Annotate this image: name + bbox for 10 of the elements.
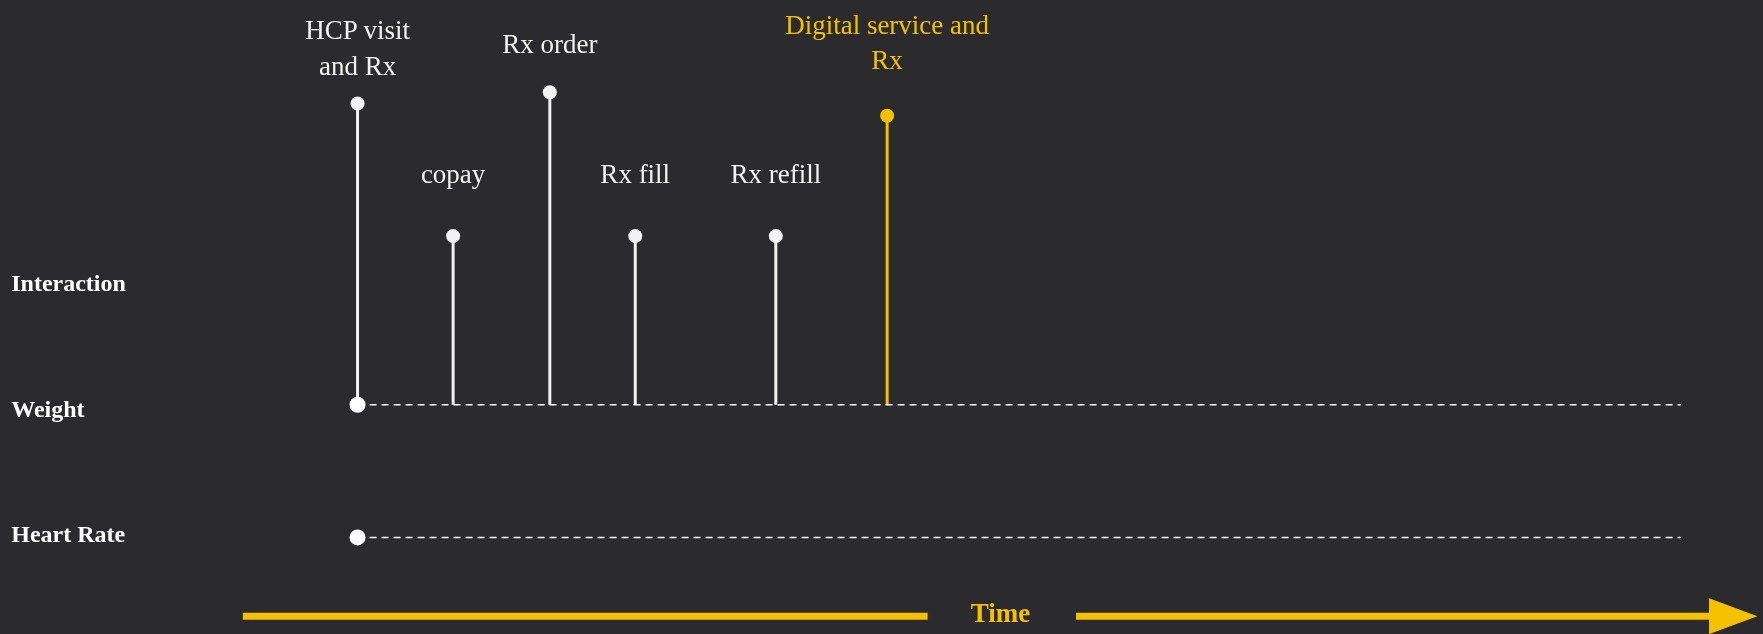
row-label: Heart Rate [11, 520, 126, 548]
event-label: copay [420, 158, 486, 192]
event-label: HCP visit and Rx [304, 14, 411, 83]
event-label: Rx fill [600, 158, 671, 192]
event-label: Digital service and Rx [784, 8, 991, 77]
row-label: Interaction [11, 269, 126, 297]
event-label: Rx refill [730, 158, 822, 192]
row-label: Weight [11, 395, 85, 423]
axis-label: Time [970, 598, 1031, 630]
event-label: Rx order [502, 28, 598, 61]
